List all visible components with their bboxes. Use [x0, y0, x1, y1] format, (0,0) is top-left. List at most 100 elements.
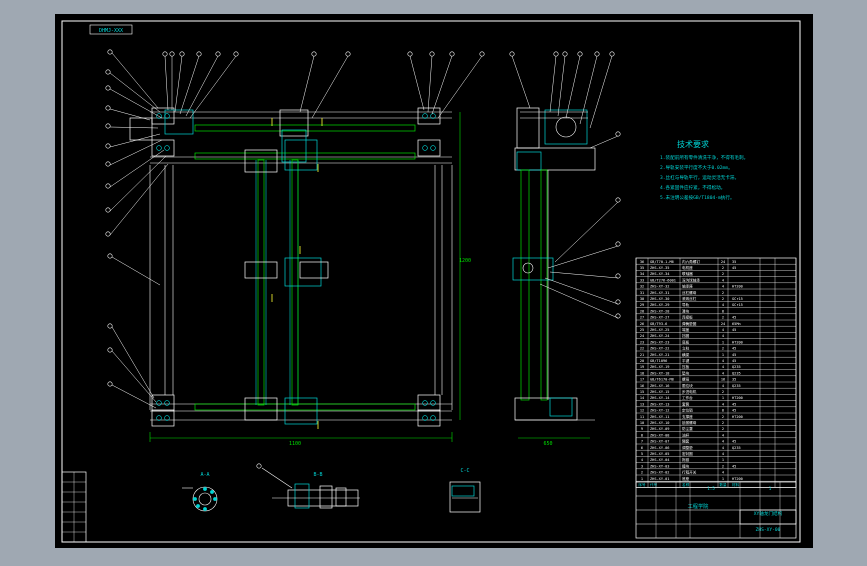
parts-cell-qty: 4	[722, 384, 724, 388]
leader-balloon	[615, 313, 621, 319]
parts-cell-qty: 2	[722, 291, 724, 295]
parts-cell-qty: 8	[722, 309, 724, 313]
parts-cell-name: 定位销	[682, 408, 693, 413]
note-line-4: 4.各紧固件应拧紧，不得松动。	[660, 184, 725, 191]
parts-cell-qty: 4	[722, 402, 724, 406]
parts-cell-name: 压板	[682, 364, 690, 369]
parts-cell-name: 丝杠螺母	[682, 290, 697, 295]
top-guide-bar	[194, 124, 416, 132]
parts-cell-code: ZHS-XY-35	[650, 266, 669, 270]
drawing-code-text: DHMJ-XXX	[99, 28, 123, 34]
parts-cell-no: 9	[641, 427, 643, 431]
leader-balloon	[105, 231, 111, 237]
parts-cell-qty: 1	[722, 353, 724, 357]
parts-cell-no: 36	[640, 260, 644, 264]
front-frame	[129, 107, 461, 442]
parts-cell-no: 27	[640, 316, 644, 320]
parts-cell-qty: 1	[722, 396, 724, 400]
parts-cell-mat: 35	[732, 378, 736, 382]
flange-hole	[193, 497, 197, 501]
leader-line	[549, 271, 619, 279]
leader-balloon	[107, 347, 113, 353]
parts-cell-code: ZHS-XY-08	[650, 433, 669, 437]
bolt-circle	[156, 145, 162, 151]
leader-line	[427, 55, 433, 113]
parts-cell-no: 13	[640, 402, 644, 406]
bolt-circle	[422, 113, 428, 119]
leader-balloon	[107, 253, 113, 259]
leader-line	[164, 55, 169, 111]
section-b-block	[335, 487, 347, 507]
bolt-circle	[430, 113, 436, 119]
parts-table-header: 序号代号名称数量材料	[638, 482, 739, 487]
parts-cell-code: ZHS-XY-09	[650, 427, 669, 431]
leader-balloon	[107, 381, 113, 387]
parts-cell-name: 油杯	[682, 432, 690, 437]
section-b-nut	[294, 483, 310, 509]
leader-line	[109, 133, 161, 148]
parts-cell-code: ZHS-XY-07	[650, 440, 669, 444]
bolt-circle	[422, 415, 428, 421]
parts-cell-code: ZHS-XY-27	[650, 316, 669, 320]
bolt-circle	[164, 145, 170, 151]
parts-cell-mat: 45	[732, 440, 736, 444]
parts-cell-qty: 4	[722, 371, 724, 375]
leader-line	[299, 55, 315, 113]
parts-header-name: 名称	[682, 482, 690, 487]
parts-cell-no: 22	[640, 347, 644, 351]
carriage-gear	[281, 129, 307, 163]
parts-cell-code: ZHS-XY-31	[650, 291, 669, 295]
leader-line	[557, 55, 566, 117]
parts-cell-name: 隔套	[682, 439, 690, 444]
parts-cell-mat: 45	[732, 328, 736, 332]
parts-cell-code: ZHS-XY-21	[650, 353, 669, 357]
parts-cell-code: ZHS-XY-18	[650, 371, 669, 375]
middle-carriage	[244, 261, 278, 279]
parts-cell-qty: 16	[721, 378, 725, 382]
parts-cell-qty: 2	[722, 415, 724, 419]
title-school: 工程学院	[688, 502, 710, 510]
parts-cell-mat: Q235	[732, 365, 741, 369]
side-middle-carriage	[512, 257, 554, 281]
section-b-block	[319, 485, 333, 509]
note-line-2: 2.导轨安装平行度不大于0.02mm。	[660, 164, 733, 171]
parts-cell-code: ZHS-XY-29	[650, 303, 669, 307]
dimension-width: 1100	[289, 441, 301, 447]
flange-inner	[198, 492, 212, 506]
parts-cell-code: ZHS-XY-22	[650, 347, 669, 351]
section-views: A-A B-B C-C	[182, 463, 481, 513]
leader-line	[511, 55, 531, 109]
leader-line	[589, 135, 619, 149]
parts-cell-code: GB/T276-6001	[650, 278, 676, 282]
corner-bracket	[417, 107, 441, 125]
leader-line	[111, 350, 157, 403]
parts-cell-qty: 2	[722, 427, 724, 431]
parts-cell-name: 端盖	[682, 327, 690, 332]
parts-cell-name: 横梁	[682, 352, 690, 357]
leader-line	[185, 55, 219, 117]
leader-balloon	[105, 207, 111, 213]
side-upper-carriage	[514, 147, 596, 171]
parts-cell-name: 螺母	[682, 377, 690, 382]
leader-balloon	[615, 299, 621, 305]
corner-bracket	[151, 107, 175, 125]
parts-cell-mat: 45	[732, 464, 736, 468]
note-line-5: 5.未注明公差按GB/T1804-m执行。	[660, 194, 735, 201]
parts-cell-code: ZHS-XY-24	[650, 334, 669, 338]
parts-cell-mat: HT200	[732, 415, 743, 419]
corner-bracket	[151, 139, 175, 157]
parts-header-no: 序号	[638, 482, 646, 487]
